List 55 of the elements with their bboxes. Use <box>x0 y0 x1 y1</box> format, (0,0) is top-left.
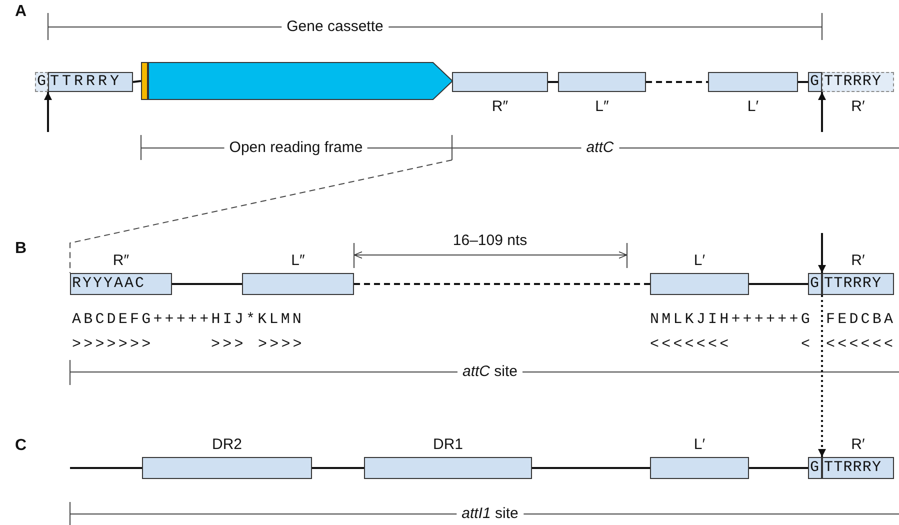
sequence-text: >>> <box>211 336 246 354</box>
sequence-box <box>808 457 822 479</box>
segment-label: DR2 <box>212 436 242 454</box>
dna-line <box>70 467 142 469</box>
panel-letter: C <box>15 437 27 455</box>
sequence-text: TTRRRY <box>50 73 122 91</box>
sequence-text: RYYYAAC <box>72 274 146 294</box>
segment-label: L″ <box>595 98 609 116</box>
dna-line <box>749 467 808 469</box>
arrow <box>818 233 826 273</box>
reading-frame-arrow <box>148 62 453 100</box>
dna-line <box>132 80 142 83</box>
arrow <box>818 295 826 457</box>
sequence-text: < <box>801 336 813 354</box>
dna-line <box>312 467 364 469</box>
segment-label: L′ <box>694 436 706 454</box>
sequence-text: <<<<<< <box>826 336 896 354</box>
arrow <box>44 92 52 132</box>
sequence-text: G <box>810 73 820 91</box>
sequence-text: FEDCBA <box>826 311 896 329</box>
dna-line <box>749 283 808 285</box>
sequence-text: G <box>37 73 46 91</box>
sequence-text: G <box>810 458 820 478</box>
dna-line <box>172 283 242 285</box>
panel-letter: A <box>15 3 27 21</box>
segment-label: R′ <box>851 98 865 116</box>
dna-line <box>532 467 650 469</box>
segment-label: L′ <box>747 98 759 116</box>
segment-label: R″ <box>112 252 130 270</box>
dna-line <box>798 81 808 83</box>
sequence-text: >>>> <box>258 336 304 354</box>
dna-line <box>354 283 650 285</box>
sequence-text: G <box>810 274 820 294</box>
segment-label: R″ <box>492 98 508 116</box>
sequence-box <box>808 72 822 92</box>
sequence-box <box>48 72 133 92</box>
sequence-box <box>808 273 822 295</box>
sequence-text: ABCDEFG+++++HIJ*KLMN <box>72 311 304 329</box>
segment-label: L″ <box>291 252 305 270</box>
dna-line <box>646 81 708 83</box>
sequence-text: >>>>>>> <box>72 336 154 354</box>
dimension-label: Open reading frame <box>224 139 368 157</box>
sequence-text: TTRRRY <box>824 73 882 91</box>
arrow <box>818 92 826 132</box>
sequence-text: TTRRRY <box>824 274 882 294</box>
sequence-text: TTRRRY <box>824 458 882 478</box>
panel-letter: B <box>15 240 27 258</box>
segment-label: L′ <box>694 252 706 270</box>
sequence-text: <<<<<<< <box>650 336 732 354</box>
dna-line <box>548 81 558 83</box>
segment-label: DR1 <box>433 436 463 454</box>
segment-label: R′ <box>851 436 865 454</box>
segment-label: R′ <box>851 252 865 270</box>
sequence-text: NMLKJIH++++++G <box>650 311 812 329</box>
start-marker-bar <box>141 62 148 100</box>
